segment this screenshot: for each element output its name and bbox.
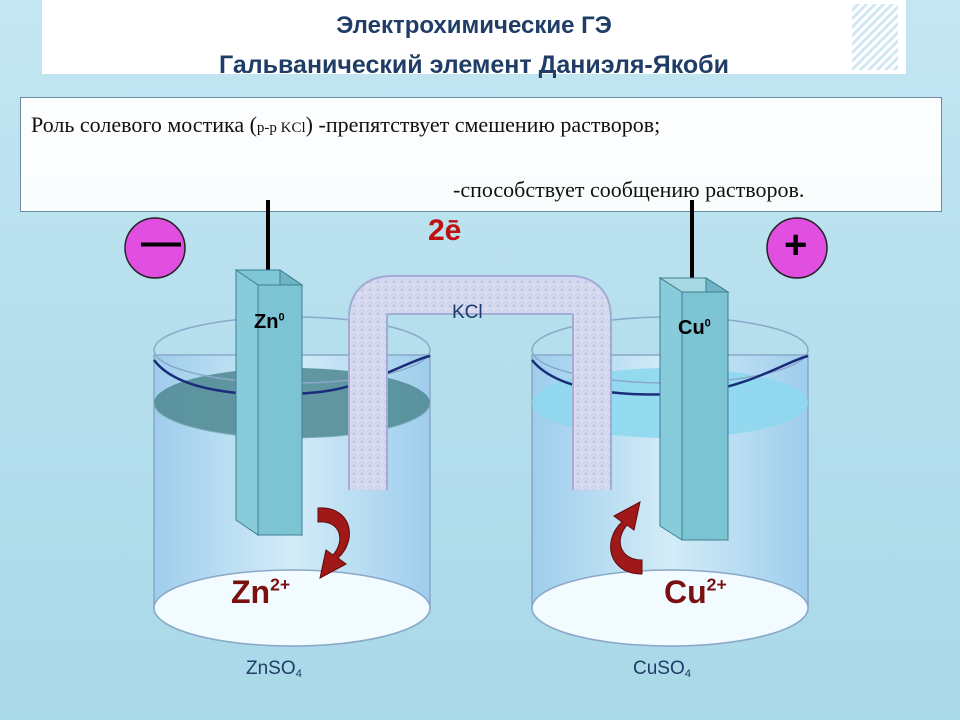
page-subtitle: Гальванический элемент Даниэля-Якоби <box>219 51 729 79</box>
copper-solution-formula: CuSO <box>633 658 685 679</box>
copper-ion-label: Cu2+ <box>664 574 727 611</box>
copper-symbol: Cu <box>678 317 705 339</box>
zinc-oxidation-state: 0 <box>278 311 285 324</box>
zinc-solution-subscript: 4 <box>295 667 302 680</box>
zinc-electrode-label: Zn0 <box>254 311 285 334</box>
copper-solution-label: CuSO4 <box>633 658 691 680</box>
title-banner: Электрохимические ГЭ Гальванический элем… <box>42 0 906 79</box>
note-line-1-end: ) -препятствует смешению растворов; <box>305 112 661 137</box>
zinc-symbol: Zn <box>254 311 279 333</box>
electrons-label: 2ē <box>428 214 462 247</box>
corner-decoration <box>852 4 898 70</box>
copper-solution-subscript: 4 <box>684 667 692 680</box>
copper-ion-charge: 2+ <box>706 574 727 595</box>
zinc-ion-charge: 2+ <box>270 574 291 595</box>
copper-electrode-label: Cu0 <box>678 317 711 340</box>
zinc-electrode <box>234 269 304 536</box>
zinc-ion-symbol: Zn <box>231 574 271 610</box>
note-line-2: -способствует сообщению растворов. <box>453 177 805 202</box>
cathode-sign: + <box>784 223 808 267</box>
zinc-oxidation-arrow-icon <box>317 507 350 579</box>
note-line-1-small: р-р KCl <box>256 120 306 136</box>
copper-ion-symbol: Cu <box>664 574 707 610</box>
anode-sign: — <box>141 220 181 264</box>
note-line-1: Роль солевого мостика (р-р KCl) -препятс… <box>31 112 660 138</box>
salt-bridge <box>348 275 612 490</box>
bridge-label: KCl <box>452 302 483 323</box>
zinc-solution-formula: ZnSO <box>246 658 296 679</box>
note-line-1-start: Роль солевого мостика ( <box>31 112 257 137</box>
zinc-ion-label: Zn2+ <box>231 574 290 611</box>
anode-sign-circle <box>124 217 186 279</box>
salt-bridge-note: Роль солевого мостика (р-р KCl) -препятс… <box>20 97 942 212</box>
copper-reduction-arrow-icon <box>610 501 643 575</box>
copper-electrode <box>658 277 730 541</box>
zinc-solution-label: ZnSO4 <box>246 658 302 680</box>
copper-oxidation-state: 0 <box>704 317 711 330</box>
page-title: Электрохимические ГЭ <box>336 12 612 39</box>
cathode-sign-circle <box>766 217 828 279</box>
